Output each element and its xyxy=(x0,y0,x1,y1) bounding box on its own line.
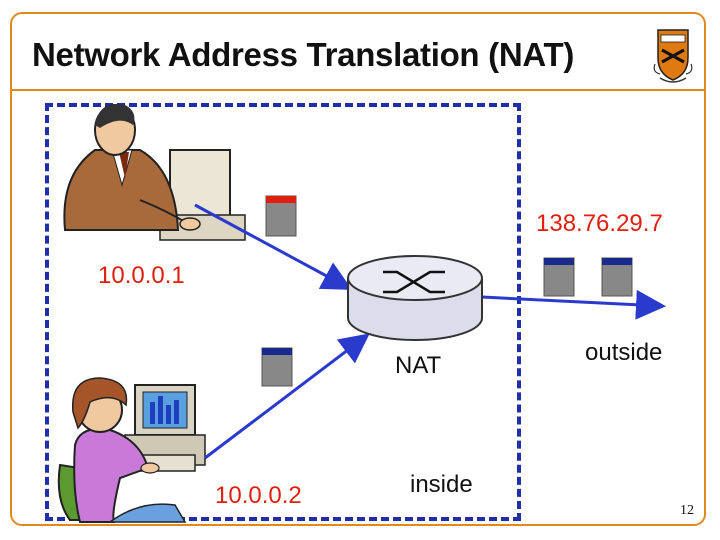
slide-number: 12 xyxy=(680,503,694,518)
host2-ip-label: 10.0.0.2 xyxy=(215,482,302,509)
inside-label: inside xyxy=(410,471,473,498)
man-at-computer-illustration xyxy=(63,104,246,241)
outside-label: outside xyxy=(585,339,663,366)
slide-title: Network Address Translation (NAT) xyxy=(32,36,575,73)
nat-label: NAT xyxy=(395,352,442,379)
woman-at-computer-illustration xyxy=(57,377,206,523)
nat-router-icon xyxy=(347,255,483,341)
link-nat-to-outside xyxy=(481,289,666,320)
slide-frame xyxy=(10,12,706,526)
public-ip-label: 138.76.29.7 xyxy=(536,210,663,237)
title-divider xyxy=(10,89,706,91)
packet-blue-header-outside-2 xyxy=(601,257,633,297)
packet-blue-header-inside xyxy=(261,347,293,387)
packet-red-header xyxy=(265,195,297,237)
link-host1-to-nat xyxy=(194,203,353,290)
host1-ip-label: 10.0.0.1 xyxy=(98,262,185,289)
packet-blue-header-outside-1 xyxy=(543,257,575,297)
link-host2-to-nat xyxy=(204,333,370,460)
inside-network-boundary xyxy=(45,103,521,521)
university-shield-logo xyxy=(653,29,693,83)
